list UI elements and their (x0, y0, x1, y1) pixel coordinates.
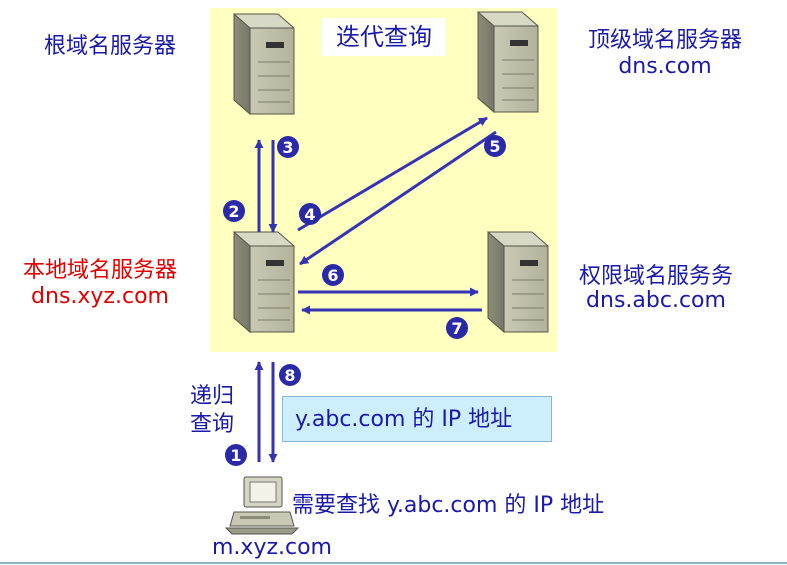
step-7-badge: 7 (446, 317, 468, 339)
step-5-number: 5 (489, 137, 500, 156)
recursive-query-line1: 递归 (190, 384, 235, 409)
local-server-label: 本地域名服务器 (22, 258, 177, 283)
step-6-number: 6 (327, 266, 338, 285)
host-computer-icon (224, 476, 300, 535)
step-7-number: 7 (451, 319, 462, 338)
recursive-query-line2: 查询 (190, 412, 235, 437)
auth-server-domain: dns.abc.com (586, 288, 726, 313)
step-8-number: 8 (284, 366, 295, 385)
step-2-badge: 2 (223, 200, 245, 222)
tld-server-icon (477, 11, 539, 113)
step-badges: 1 2 3 4 5 6 7 8 (223, 135, 506, 466)
step-1-number: 1 (230, 446, 241, 465)
step-3-badge: 3 (277, 136, 299, 158)
host-request-text: 需要查找 y.abc.com 的 IP 地址 (292, 493, 605, 518)
step-4-number: 4 (304, 205, 315, 224)
root-server-icon (233, 13, 295, 115)
local-server-icon (233, 231, 295, 333)
local-server-domain: dns.xyz.com (31, 284, 169, 309)
step-3-number: 3 (282, 138, 293, 157)
arrow-step-5 (299, 130, 497, 266)
step-4-badge: 4 (299, 203, 321, 225)
step-1-badge: 1 (225, 444, 247, 466)
step-6-badge: 6 (322, 264, 344, 286)
tld-server-label: 顶级域名服务器 (587, 28, 742, 53)
tld-server-domain: dns.com (618, 54, 712, 79)
host-label: m.xyz.com (212, 535, 332, 560)
step-5-badge: 5 (484, 135, 506, 157)
arrow-step-4 (297, 116, 488, 232)
diagram-title: 迭代查询 (322, 18, 446, 56)
auth-server-label: 权限域名服务务 (578, 264, 733, 289)
step-8-badge: 8 (279, 364, 301, 386)
step-2-number: 2 (228, 202, 239, 221)
ip-answer-box: y.abc.com 的 IP 地址 (282, 396, 552, 442)
root-server-label: 根域名服务器 (44, 34, 177, 59)
bottom-divider (0, 562, 787, 564)
auth-server-icon (487, 231, 549, 333)
query-arrows (254, 116, 497, 463)
